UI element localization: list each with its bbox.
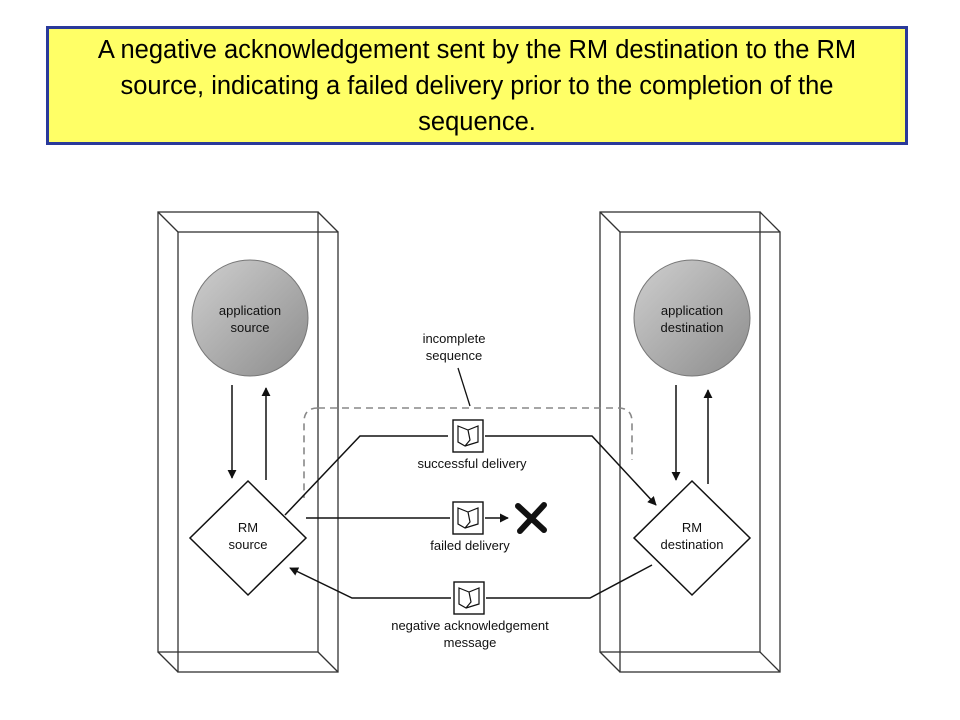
title-banner: A negative acknowledgement sent by the R… (46, 26, 908, 145)
rm-destination-label-2: destination (661, 537, 724, 552)
negative-ack-path (290, 565, 653, 599)
application-destination-node: application destination (633, 259, 751, 377)
negative-ack-label-1: negative acknowledgement (391, 618, 549, 633)
envelope-icon (452, 419, 484, 453)
title-text: A negative acknowledgement sent by the R… (97, 35, 857, 136)
app-destination-label-1: application (661, 303, 723, 318)
successful-delivery-label: successful delivery (417, 456, 527, 471)
incomplete-sequence-pointer (457, 367, 471, 407)
incomplete-sequence-boundary (303, 407, 633, 498)
incomplete-sequence-label-1: incomplete (423, 331, 486, 346)
rm-source-label-1: RM (238, 520, 258, 535)
app-source-label-2: source (230, 320, 269, 335)
envelope-icon (452, 501, 484, 535)
envelope-icon (453, 581, 485, 615)
application-source-node: application source (191, 259, 309, 377)
negative-ack-label-2: message (444, 635, 497, 650)
successful-delivery-path (284, 435, 656, 516)
failure-x-icon (515, 502, 547, 534)
app-source-label-1: application (219, 303, 281, 318)
incomplete-sequence-label-2: sequence (426, 348, 482, 363)
failed-delivery-label: failed delivery (430, 538, 510, 553)
rm-destination-label-1: RM (682, 520, 702, 535)
rm-destination-node: RM destination (632, 479, 752, 597)
left-pillar (157, 211, 339, 673)
rm-source-node: RM source (188, 479, 308, 597)
app-destination-label-2: destination (661, 320, 724, 335)
right-pillar (599, 211, 781, 673)
rm-source-label-2: source (228, 537, 267, 552)
